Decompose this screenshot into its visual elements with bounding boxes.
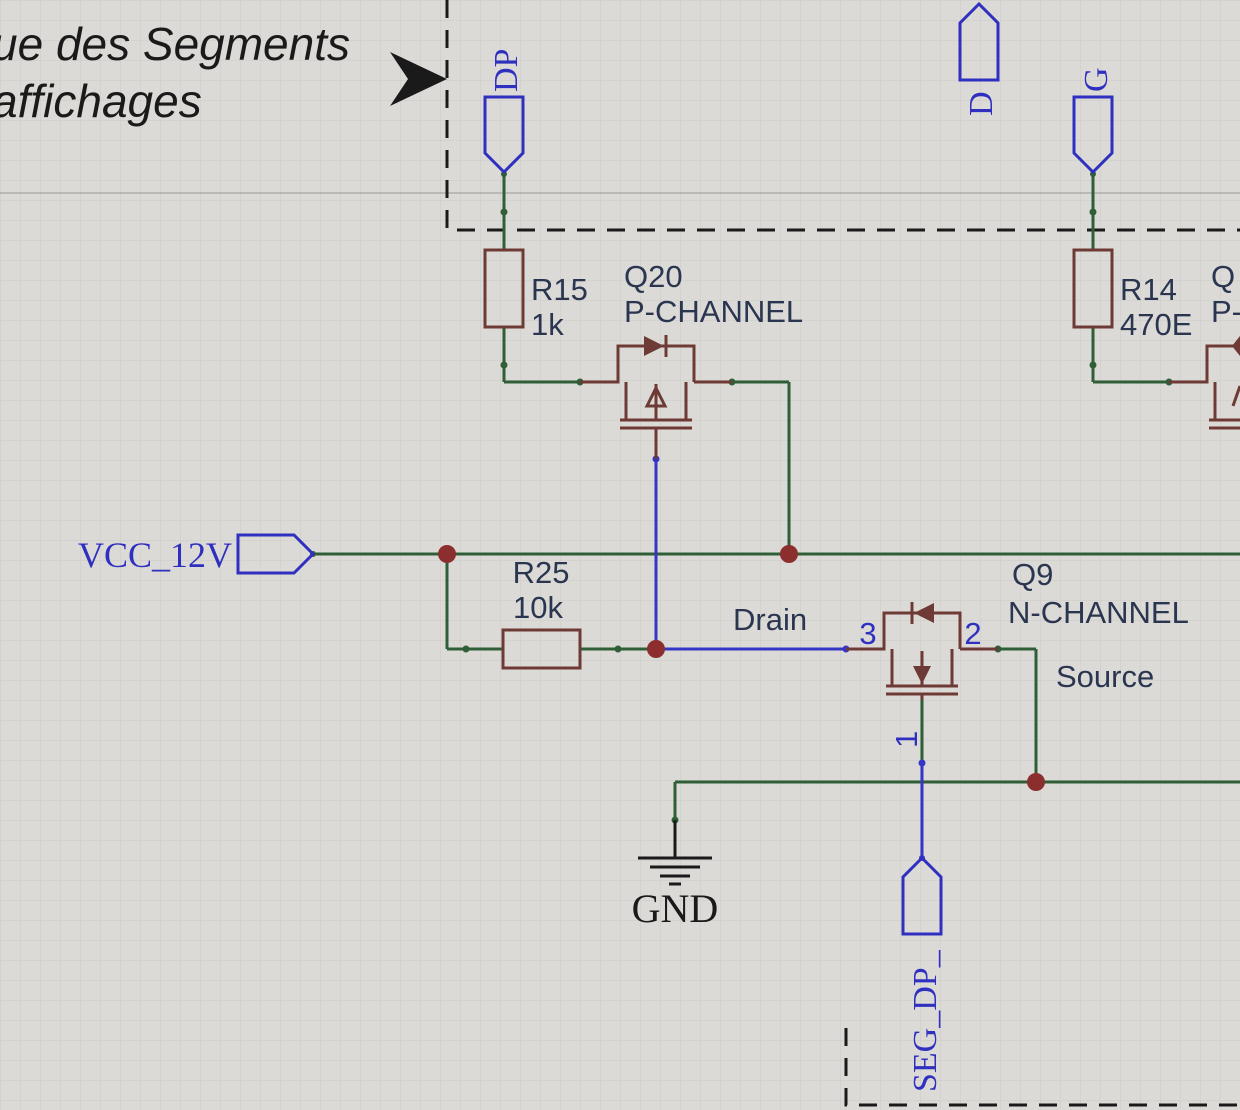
junction-dot [1027,773,1045,791]
q-partial-arrow-icon [1231,385,1240,407]
wires [313,172,1240,858]
dashed-frame-bottom [844,1028,1240,1107]
q20-diode-icon [644,335,668,357]
q-partial-ref: Q [1211,259,1235,294]
annotation-line-1: ue des Segments [0,18,350,70]
q9-pin-drain: 3 [859,616,876,651]
r15-ref: R15 [531,272,588,307]
port-dp-label: DP [488,49,525,92]
q9-pin-gate: 1 [889,731,924,748]
port-dp[interactable]: DP [483,49,525,175]
r25-ref: R25 [513,555,570,590]
dashed-frame-top [445,0,1240,232]
port-seg-dp[interactable]: SEG_DP_ [901,855,944,1092]
q20-body-arrow-icon [644,384,668,408]
port-seg-dp-label: SEG_DP_ [907,949,944,1092]
q9-diode-icon [910,602,934,624]
port-d-label: D [963,91,1000,116]
port-g[interactable]: G [1072,67,1115,175]
port-vcc-label: VCC_12V [78,535,232,575]
mosfet-q-partial[interactable] [1169,344,1240,430]
net-label-drain: Drain [733,602,807,637]
junction-dot [647,640,665,658]
port-g-label: G [1078,67,1115,92]
q-partial-value: P- [1211,294,1240,329]
resistor-r14[interactable] [1072,248,1114,329]
blue-wires [654,430,924,858]
gnd-label: GND [632,886,719,931]
annotation-arrow-icon [390,52,447,106]
port-d[interactable]: D [958,1,1000,116]
junction-dot [780,545,798,563]
resistor-r15[interactable] [483,248,525,329]
junctions [438,545,1045,791]
r25-value: 10k [513,590,563,625]
q9-body-arrow-icon [913,666,931,684]
q20-ref: Q20 [624,259,683,294]
q9-value: N-CHANNEL [1008,595,1189,630]
resistor-r25[interactable] [501,628,582,670]
q9-pin-source: 2 [964,616,981,651]
port-vcc[interactable]: VCC_12V [78,533,316,575]
net-label-source: Source [1056,659,1154,694]
annotation-line-2: affichages [0,75,202,127]
r14-value: 470E [1120,307,1192,342]
r15-value: 1k [531,307,564,342]
r14-ref: R14 [1120,272,1177,307]
junction-dot [438,545,456,563]
gnd-symbol [638,820,712,886]
q-partial-diode-icon [1232,336,1240,356]
q9-ref: Q9 [1012,557,1053,592]
q20-value: P-CHANNEL [624,294,803,329]
